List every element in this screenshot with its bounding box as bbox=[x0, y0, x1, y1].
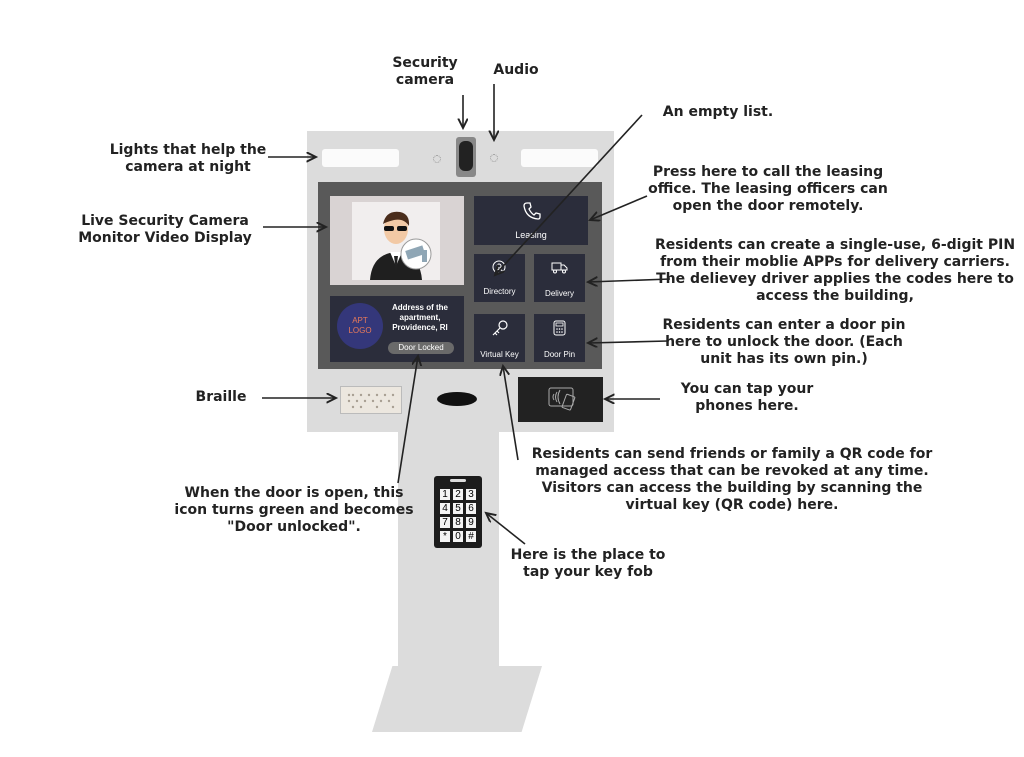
arrow-virtual-key bbox=[503, 366, 519, 461]
label-security-camera: Security camera bbox=[392, 55, 458, 88]
fob-indicator bbox=[450, 479, 466, 482]
braille-dots-icon bbox=[347, 393, 395, 409]
key-icon bbox=[492, 320, 508, 336]
contactless-icon bbox=[548, 387, 576, 411]
speaker-left-icon bbox=[433, 155, 441, 163]
arrow-key-fob bbox=[486, 513, 526, 545]
directory-label: Directory bbox=[483, 287, 516, 296]
key-0[interactable]: 0 bbox=[453, 531, 463, 542]
apt-logo: APT LOGO bbox=[337, 303, 383, 349]
label-tap-phone: You can tap your phones here. bbox=[680, 381, 814, 414]
key-8[interactable]: 8 bbox=[453, 517, 463, 528]
label-key-fob: Here is the place to tap your key fob bbox=[510, 547, 666, 580]
key-star[interactable]: * bbox=[440, 531, 450, 542]
live-video-display bbox=[330, 196, 464, 285]
key-2[interactable]: 2 bbox=[453, 489, 463, 500]
label-delivery: Residents can create a single-use, 6-dig… bbox=[654, 237, 1016, 304]
label-leasing: Press here to call the leasing office. T… bbox=[648, 164, 888, 214]
address-text: Address of the apartment, Providence, RI bbox=[391, 303, 448, 332]
nfc-reader[interactable] bbox=[518, 377, 603, 422]
door-pin-label: Door Pin bbox=[543, 350, 576, 359]
arrow-leasing bbox=[590, 195, 648, 220]
label-lights: Lights that help the camera at night bbox=[109, 142, 267, 175]
qr-scanner-slot bbox=[437, 392, 477, 406]
security-guard-icon bbox=[352, 202, 440, 280]
key-4[interactable]: 4 bbox=[440, 503, 450, 514]
arrow-door-status bbox=[397, 356, 418, 484]
door-status-badge: Door Locked bbox=[388, 342, 454, 354]
key-7[interactable]: 7 bbox=[440, 517, 450, 528]
label-audio: Audio bbox=[493, 62, 539, 78]
night-light-right bbox=[521, 149, 598, 167]
key-3[interactable]: 3 bbox=[466, 489, 476, 500]
virtual-key-button[interactable]: Virtual Key bbox=[474, 314, 525, 362]
label-empty-list: An empty list. bbox=[662, 104, 774, 120]
label-braille: Braille bbox=[195, 389, 247, 405]
truck-icon bbox=[551, 262, 568, 274]
keypad-icon bbox=[553, 320, 566, 336]
delivery-button[interactable]: Delivery bbox=[534, 254, 585, 302]
directory-button[interactable]: Directory bbox=[474, 254, 525, 302]
kiosk-pole bbox=[398, 431, 499, 667]
key-1[interactable]: 1 bbox=[440, 489, 450, 500]
door-pin-button[interactable]: Door Pin bbox=[534, 314, 585, 362]
key-fob-keypad[interactable]: 1 2 3 4 5 6 7 8 9 * 0 # bbox=[434, 476, 482, 548]
braille-plate bbox=[340, 386, 402, 414]
virtual-key-label: Virtual Key bbox=[480, 350, 519, 359]
label-live-video: Live Security Camera Monitor Video Displ… bbox=[78, 213, 252, 246]
label-door-pin: Residents can enter a door pin here to u… bbox=[662, 317, 906, 367]
key-9[interactable]: 9 bbox=[466, 517, 476, 528]
arrow-empty-list bbox=[495, 114, 643, 275]
speaker-right-icon bbox=[490, 154, 498, 162]
arrow-door-pin bbox=[588, 341, 669, 343]
kiosk-base bbox=[372, 666, 542, 732]
apt-logo-text: APT LOGO bbox=[348, 316, 372, 335]
key-5[interactable]: 5 bbox=[453, 503, 463, 514]
delivery-label: Delivery bbox=[545, 289, 574, 298]
arrow-delivery bbox=[588, 279, 671, 282]
key-6[interactable]: 6 bbox=[466, 503, 476, 514]
camera-lens-icon bbox=[459, 141, 473, 171]
label-virtual-key: Residents can send friends or family a Q… bbox=[531, 446, 933, 513]
label-door-status: When the door is open, this icon turns g… bbox=[174, 485, 414, 535]
key-hash[interactable]: # bbox=[466, 531, 476, 542]
night-light-left bbox=[322, 149, 399, 167]
phone-icon bbox=[523, 202, 541, 220]
